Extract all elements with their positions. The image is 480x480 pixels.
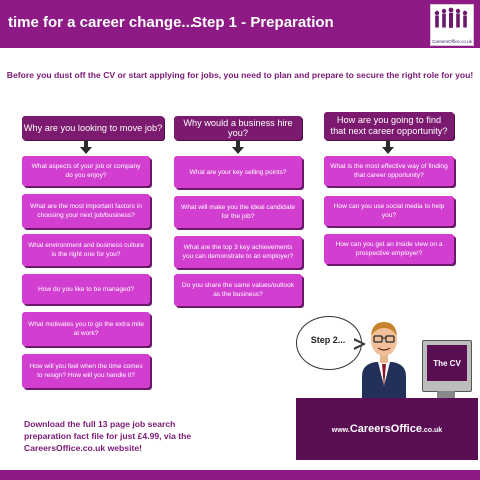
question-box: What are the most important factors in c… [22, 194, 150, 228]
question-box: How can you get an inside view on a pros… [324, 234, 454, 264]
step-title: Step 1 - Preparation [192, 14, 334, 31]
question-box: What is the most effective way of findin… [324, 156, 454, 186]
question-box: How do you like to be managed? [22, 274, 150, 304]
monitor-icon: The CV [422, 340, 472, 392]
question-box: What aspects of your job or company do y… [22, 156, 150, 186]
question-box: What motivates you to go the extra mile … [22, 312, 150, 346]
question-box: What are the top 3 key achievements you … [174, 236, 302, 268]
people-icon [434, 7, 468, 28]
careersoffice-logo: CareersOffice.co.uk [430, 4, 474, 46]
column-heading-find-opportunity: How are you going to find that next care… [324, 112, 454, 140]
monitor-stand [437, 391, 455, 399]
monitor-label: The CV [427, 345, 467, 381]
businessman-icon [362, 322, 406, 406]
question-box: How can you use social media to help you… [324, 196, 454, 226]
question-box: What environment and business culture is… [22, 234, 150, 266]
question-box: Do you share the same values/outlook as … [174, 274, 302, 306]
header-bar [0, 0, 480, 48]
footer-bar [0, 470, 480, 480]
desk-website-text: www.CareersOffice.co.uk [331, 423, 443, 435]
question-box: How will you feel when the time comes to… [22, 354, 150, 388]
question-box: What are your key selling points? [174, 156, 302, 188]
header-title: time for a career change... [8, 14, 194, 31]
logo-text: CareersOffice.co.uk [432, 39, 472, 44]
speech-text: Step 2... [310, 335, 346, 345]
column-heading-move-job: Why are you looking to move job? [22, 116, 164, 140]
download-offer-text: Download the full 13 page job search pre… [24, 419, 192, 453]
column-heading-hire-you: Why would a business hire you? [174, 116, 302, 140]
question-box: What will make you the ideal candidate f… [174, 196, 302, 228]
intro-text: Before you dust off the CV or start appl… [6, 70, 474, 80]
desk [296, 398, 478, 460]
